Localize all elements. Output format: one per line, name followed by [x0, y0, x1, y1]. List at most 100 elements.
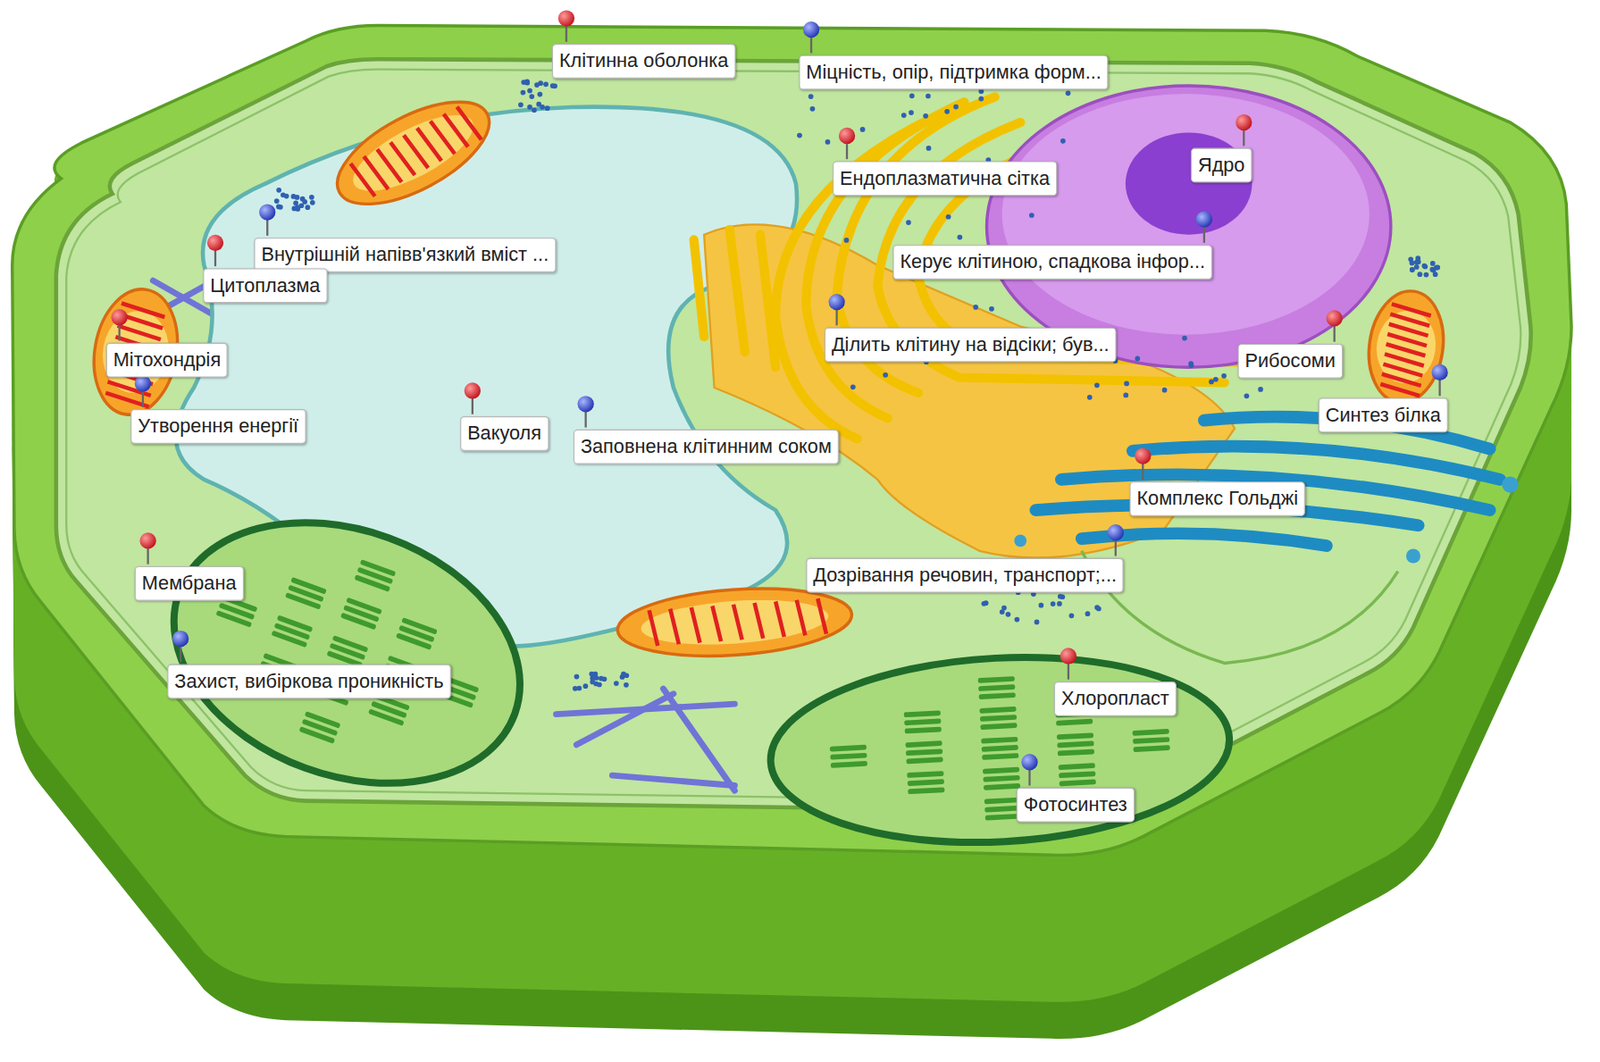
mitochondrion	[322, 81, 505, 226]
pin-head	[558, 9, 575, 26]
ribosome-dot	[1014, 617, 1021, 623]
granum	[1132, 745, 1170, 753]
ribosome-dot	[294, 194, 301, 201]
ribosomes	[274, 79, 1441, 692]
ribosome-dot	[922, 113, 929, 119]
granum	[980, 714, 1017, 722]
pin-head	[577, 395, 594, 412]
ribosome-dot	[280, 192, 286, 198]
cristae	[1379, 303, 1432, 396]
ribosome-dot	[909, 92, 915, 99]
ribosome-dot	[908, 109, 914, 116]
ribosome-dot	[276, 187, 282, 193]
granum	[271, 630, 309, 648]
pin-head	[1326, 309, 1343, 327]
ribosome-dot	[1085, 611, 1091, 617]
function-tag: Керує клітиною, спадкова інфор...	[892, 244, 1213, 280]
ribosome-dot	[1094, 604, 1100, 611]
ribosome-dot	[620, 671, 627, 678]
ribosome-dot	[277, 204, 284, 210]
granum	[1059, 779, 1097, 787]
chloroplast-body	[137, 477, 557, 830]
granum	[1057, 749, 1095, 757]
golgi	[1035, 417, 1500, 546]
ribosome-dot	[1424, 272, 1430, 278]
cell-side-layer	[12, 25, 1572, 856]
ribosome-dot	[1257, 386, 1264, 393]
ribosome-dot	[882, 372, 888, 378]
nucleus	[987, 85, 1391, 368]
pin-head	[803, 21, 820, 38]
granum	[1132, 737, 1170, 745]
ribosome-dot	[1005, 611, 1012, 618]
granum	[299, 726, 336, 744]
part-name-tag: Цитоплазма	[202, 268, 327, 303]
cell-wall	[12, 25, 1572, 856]
ribosome-dot	[925, 93, 931, 100]
nucleolus	[1125, 132, 1253, 235]
ribosome-dot	[534, 82, 540, 88]
ribosome-dot	[844, 237, 850, 243]
ribosome-dot	[1417, 271, 1424, 277]
pin-head	[1060, 647, 1077, 664]
ribosome-dot	[953, 104, 959, 110]
ribosome-dot	[531, 107, 537, 113]
ribosome-dot	[825, 139, 831, 145]
ribosome-dot	[293, 201, 299, 207]
part-name-tag: Рибосоми	[1238, 343, 1343, 379]
part-name-tag: Мітохондрія	[106, 343, 228, 378]
function-tag: Синтез білка	[1318, 397, 1449, 433]
ribosome-dot	[1414, 264, 1420, 270]
pin-head	[1021, 753, 1038, 771]
ribosome-dot	[796, 133, 803, 139]
granum	[1055, 719, 1093, 727]
part-name-tag: Клітинна оболонка	[552, 43, 736, 79]
membrane	[66, 69, 1521, 802]
ribosome-dot	[574, 674, 580, 680]
ribosome-dot	[944, 108, 950, 115]
cristae	[649, 598, 827, 647]
ribosome-dot	[577, 686, 583, 692]
function-tag: Ділить клітину на відсіки; був...	[824, 327, 1117, 363]
ribosome-dot	[926, 145, 932, 151]
granum	[905, 748, 943, 756]
ribosome-dot	[1244, 393, 1250, 399]
granum	[353, 574, 391, 592]
ribosome-dot	[1034, 619, 1040, 626]
granum	[981, 745, 1019, 753]
function-tag: Заповнена клітинним соком	[573, 429, 839, 465]
ribosome-dot	[1087, 394, 1093, 401]
ribosome-dot	[602, 676, 608, 682]
ribosome-dot	[1060, 138, 1066, 144]
ribosome-dot	[810, 106, 816, 112]
ribosome-dot	[589, 675, 595, 681]
function-tag: Дозрівання речовин, транспорт;...	[805, 558, 1124, 594]
vesicle-outline	[1081, 551, 1399, 664]
granum	[982, 775, 1020, 783]
ribosome-dot	[518, 101, 524, 108]
cell-side-layer	[12, 50, 1572, 880]
granum	[905, 756, 943, 764]
mitochondrion	[1362, 285, 1451, 408]
pin-head	[1196, 210, 1213, 227]
mitochondrion-inner	[639, 594, 830, 651]
ribosome-dot	[528, 93, 535, 100]
ribosome-dot	[1422, 264, 1428, 270]
granum	[904, 718, 941, 726]
granum	[981, 753, 1019, 761]
ribosome-dot	[1409, 267, 1416, 273]
granum	[980, 737, 1018, 745]
pin-head	[134, 375, 151, 392]
granum	[978, 684, 1015, 692]
ribosome-dot	[583, 683, 589, 689]
mitochondrion-inner	[343, 100, 484, 207]
ribosome-dot	[536, 101, 542, 108]
mitochondrion	[615, 581, 855, 663]
ribosome-dot	[527, 104, 533, 110]
granum	[904, 740, 942, 748]
cristae	[350, 103, 481, 199]
granum	[1056, 740, 1094, 748]
part-name-tag: Мембрана	[134, 566, 244, 602]
ribosome-dot	[901, 112, 907, 118]
granum	[1056, 732, 1094, 740]
